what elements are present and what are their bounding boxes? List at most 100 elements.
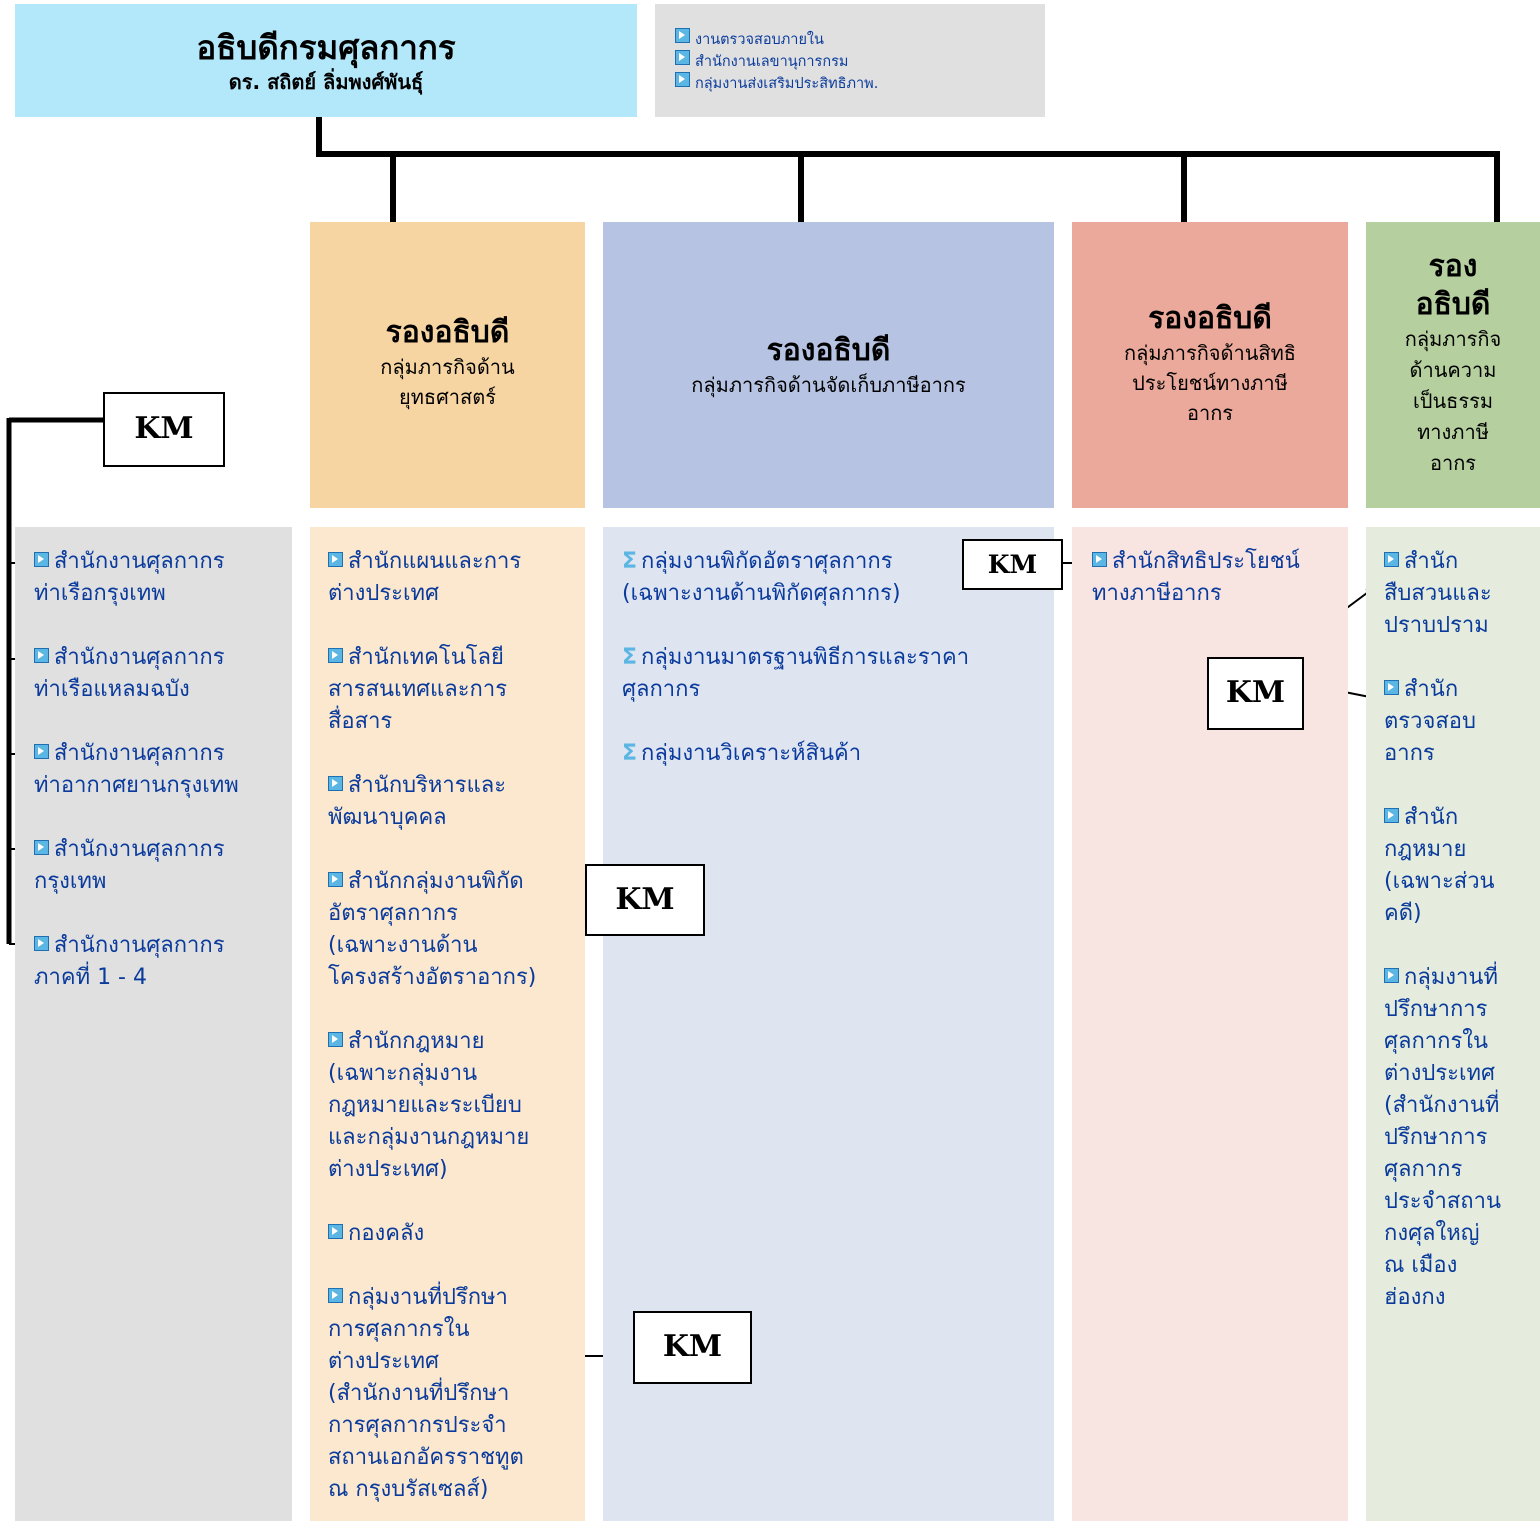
unit-item-text: ท่าเรือกรุงเทพ	[34, 581, 166, 606]
unit-item-text: ปราบปราม	[1384, 613, 1489, 638]
bullet-icon	[328, 552, 343, 567]
unit-item-text: สื่อสาร	[328, 709, 393, 734]
bullet-icon	[328, 776, 343, 791]
bullet-icon	[328, 1224, 343, 1239]
unit-item-text: ต่างประเทศ)	[328, 1157, 448, 1182]
unit-item[interactable]: สำนักบริหารและพัฒนาบุคคล	[328, 770, 583, 834]
unit-item[interactable]: สำนักกลุ่มงานพิกัดอัตราศุลกากร(เฉพาะงานด…	[328, 866, 583, 994]
unit-item[interactable]: สำนักตรวจสอบอากร	[1384, 674, 1538, 770]
km-box-tariff-structure[interactable]: KM	[585, 864, 705, 936]
km-box-overseas-advisory[interactable]: KM	[633, 1311, 752, 1384]
unit-item-text: สำนักงานศุลกากร	[54, 933, 225, 958]
deputy-subtitle: ยุทธศาสตร์	[399, 385, 496, 409]
bullet-icon	[328, 648, 343, 663]
unit-item[interactable]: สำนักงานศุลกากรท่าเรือกรุงเทพ	[34, 546, 290, 610]
unit-item[interactable]: สำนักเทคโนโลยีสารสนเทศและการสื่อสาร	[328, 642, 583, 738]
unit-item-text: (สำนักงานที่ปรึกษา	[328, 1381, 510, 1406]
unit-item-text: ศุลกากร	[1384, 1157, 1463, 1182]
bullet-icon	[34, 744, 49, 759]
deputy-title: รองอธิบดี	[766, 333, 891, 368]
deputy-subtitle: กลุ่มภารกิจ	[1404, 327, 1502, 351]
unit-item-text: สำนักเทคโนโลยี	[348, 645, 504, 670]
unit-item-text: สำนักงานศุลกากร	[54, 645, 225, 670]
unit-item-text: คดี)	[1384, 901, 1422, 926]
deputy-subtitle: เป็นธรรม	[1412, 389, 1494, 413]
deputy-subtitle: กลุ่มภารกิจด้านจัดเก็บภาษีอากร	[691, 373, 966, 397]
deputy-subtitle: อากร	[1429, 451, 1477, 475]
unit-item[interactable]: สำนักกฎหมาย(เฉพาะกลุ่มงานกฎหมายและระเบีย…	[328, 1026, 583, 1186]
unit-item[interactable]: กลุ่มงานที่ปรึกษาการศุลกากรในต่างประเทศ (…	[328, 1282, 583, 1506]
unit-item-text: ต่างประเทศ	[328, 1349, 439, 1374]
unit-item[interactable]: กลุ่มงานที่ปรึกษาการศุลกากรในต่างประเทศ(…	[1384, 962, 1538, 1314]
unit-item-text: สำนักกลุ่มงานพิกัด	[348, 869, 524, 894]
unit-item[interactable]: สำนักงานศุลกากรภาคที่ 1 - 4	[34, 930, 290, 994]
unit-item-text: กรุงเทพ	[34, 869, 107, 894]
unit-item-text: สืบสวนและ	[1384, 581, 1492, 606]
staff-unit-item[interactable]: งานตรวจสอบภายใน	[675, 28, 1045, 50]
strategy-units-list: สำนักแผนและการต่างประเทศสำนักเทคโนโลยีสา…	[328, 546, 583, 1538]
deputy-subtitle: อากร	[1186, 401, 1234, 425]
bullet-icon	[328, 1288, 343, 1303]
unit-item-text: กฎหมาย	[1384, 837, 1467, 862]
unit-item[interactable]: สำนักแผนและการต่างประเทศ	[328, 546, 583, 610]
unit-item-text: ณ เมือง	[1384, 1253, 1458, 1278]
unit-item[interactable]: สำนักงานศุลกากรกรุงเทพ	[34, 834, 290, 898]
unit-item[interactable]: สำนักงานศุลกากรท่าอากาศยานกรุงเทพ	[34, 738, 290, 802]
staff-unit-item[interactable]: กลุ่มงานส่งเสริมประสิทธิภาพ.	[675, 72, 1045, 94]
unit-item[interactable]: สำนักกฎหมาย (เฉพาะส่วนคดี)	[1384, 802, 1538, 930]
unit-item-text: ภาคที่ 1 - 4	[34, 965, 147, 990]
unit-item-text: กองคลัง	[348, 1221, 425, 1246]
deputy-title: รอง	[1428, 249, 1478, 284]
sigma-bullet-icon: Σ	[622, 741, 638, 766]
unit-item[interactable]: สำนักสิทธิประโยชน์ทางภาษีอากร	[1092, 546, 1346, 610]
unit-item-text: สำนักงานศุลกากร	[54, 741, 225, 766]
sigma-bullet-icon: Σ	[622, 645, 638, 670]
unit-item-text: (เฉพาะส่วน	[1384, 869, 1495, 894]
director-name: ดร. สถิตย์ ลิ่มพงศ์พันธุ์	[228, 70, 424, 94]
staff-unit-item[interactable]: สำนักงานเลขานุการกรม	[675, 50, 1045, 72]
unit-item-text: ปรึกษาการ	[1384, 997, 1488, 1022]
unit-item-text: อัตราศุลกากร	[328, 901, 458, 926]
unit-item-text: สารสนเทศและการ	[328, 677, 508, 702]
unit-item[interactable]: กองคลัง	[328, 1218, 583, 1250]
unit-item-text: สำนักงานศุลกากร	[54, 837, 225, 862]
unit-item-text: สำนัก	[1404, 805, 1459, 830]
unit-item-text: กลุ่มงานพิกัดอัตราศุลกากร	[641, 549, 893, 574]
unit-item[interactable]: สำนักงานศุลกากรท่าเรือแหลมฉบัง	[34, 642, 290, 706]
deputy-subtitle: ทางภาษี	[1417, 420, 1489, 444]
bullet-icon	[675, 28, 690, 43]
unit-item-text: และกลุ่มงานกฎหมาย	[328, 1125, 530, 1150]
unit-item-text: (เฉพาะกลุ่มงาน	[328, 1061, 478, 1086]
bullet-icon	[34, 936, 49, 951]
unit-item-text: สำนักกฎหมาย	[348, 1029, 485, 1054]
bullet-icon	[328, 872, 343, 887]
unit-item-text: ศุลกากร	[622, 677, 701, 702]
regional-offices-column	[15, 527, 292, 1521]
sigma-bullet-icon: Σ	[622, 549, 638, 574]
deputy-revenue-header: รองอธิบดี กลุ่มภารกิจด้านจัดเก็บภาษีอากร	[603, 222, 1054, 508]
unit-item-text: ปรึกษาการ	[1384, 1125, 1488, 1150]
km-box-tariff-classification[interactable]: KM	[962, 539, 1063, 590]
bullet-icon	[1384, 552, 1399, 567]
director-box: อธิบดีกรมศุลกากร ดร. สถิตย์ ลิ่มพงศ์พันธ…	[15, 4, 637, 117]
unit-item-text: ณ กรุงบรัสเซลส์)	[328, 1477, 489, 1502]
unit-item[interactable]: สำนักสืบสวนและปราบปราม	[1384, 546, 1538, 642]
km-box-regional[interactable]: KM	[103, 392, 225, 467]
unit-item-text: กลุ่มงานที่ปรึกษา	[348, 1285, 508, 1310]
unit-item-text: ศุลกากรใน	[1384, 1029, 1489, 1054]
bullet-icon	[34, 840, 49, 855]
unit-item-text: การศุลกากรใน	[328, 1317, 470, 1342]
unit-item-text: กลุ่มงานมาตรฐานพิธีการและราคา	[641, 645, 970, 670]
deputy-subtitle: ด้านความ	[1409, 358, 1497, 382]
unit-item-text: สำนักแผนและการ	[348, 549, 522, 574]
unit-item-text: กลุ่มงานที่	[1404, 965, 1498, 990]
deputy-strategy-header: รองอธิบดี กลุ่มภารกิจด้าน ยุทธศาสตร์	[310, 222, 585, 508]
unit-item-text: สำนัก	[1404, 549, 1459, 574]
bullet-icon	[1384, 968, 1399, 983]
km-box-investigation-audit[interactable]: KM	[1207, 657, 1304, 730]
unit-item-text: ท่าเรือแหลมฉบัง	[34, 677, 190, 702]
